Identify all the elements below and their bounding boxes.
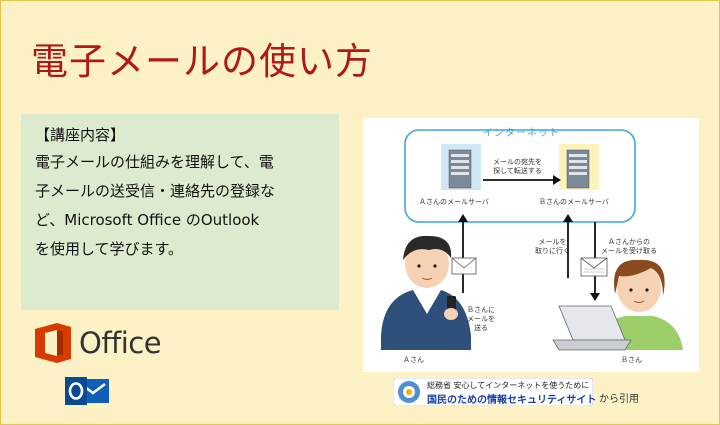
credit-line2: 国民のための情報セキュリティサイト [427, 395, 597, 406]
send-note: Ｂさんに メールを 送る [467, 306, 495, 333]
content-heading: 【講座内容】 [35, 126, 126, 144]
internet-area [404, 129, 636, 223]
receive-note: Ａさんからの メールを受け取る [601, 238, 657, 256]
email-flow-diagram: インターネット Ａさんのメールサーバ Ｂさんのメールサーバ メールの宛先を 探し… [363, 118, 699, 372]
credit-suffix: から引用 [599, 394, 639, 405]
person-a-label: Ａさん [403, 356, 424, 364]
forward-note-line: 探して転送する [493, 167, 542, 175]
forward-note-line: メールの宛先を [493, 158, 542, 166]
person-b-label: Ｂさん [621, 356, 642, 364]
office-icon [35, 323, 71, 363]
office-logo-text: Office [79, 326, 162, 360]
receive-note-line: Ａさんからの [608, 238, 650, 246]
content-line: ど、Microsoft Office のOutlook [35, 211, 260, 229]
forward-note: メールの宛先を 探して転送する [493, 158, 542, 176]
content-line: 電子メールの仕組みを理解して、電 [35, 153, 274, 171]
receive-note-line: メールを受け取る [601, 247, 657, 255]
fetch-note-line: 取りに行く [535, 247, 570, 255]
credit-line1: 総務省 安心してインターネットを使うために [427, 381, 590, 390]
content-line: を使用して学びます。 [35, 240, 184, 258]
server-a-label: Ａさんのメールサーバ [419, 198, 489, 206]
fetch-note: メールを 取りに行く [535, 238, 570, 256]
laptop-icon [552, 305, 632, 351]
content-line: 子メールの送受信・連絡先の登録な [35, 182, 276, 200]
content-body: 電子メールの仕組みを理解して、電 子メールの送受信・連絡先の登録な ど、Micr… [35, 148, 329, 264]
send-note-line: 送る [474, 324, 488, 332]
outlook-icon [65, 377, 109, 405]
server-b-label: Ｂさんのメールサーバ [539, 198, 609, 206]
internet-label: インターネット [483, 128, 560, 139]
fetch-note-line: メールを [538, 238, 567, 246]
send-note-line: Ｂさんに [467, 306, 495, 314]
person-a-figure [381, 235, 471, 350]
send-note-line: メールを [467, 315, 495, 323]
slide-title: 電子メールの使い方 [31, 40, 373, 83]
server-a-icon [441, 144, 481, 190]
diagram-graphics [381, 129, 683, 351]
server-b-icon [559, 144, 599, 190]
security-site-logo [393, 378, 593, 406]
course-content-box: 【講座内容】 電子メールの仕組みを理解して、電 子メールの送受信・連絡先の登録な… [21, 114, 339, 310]
